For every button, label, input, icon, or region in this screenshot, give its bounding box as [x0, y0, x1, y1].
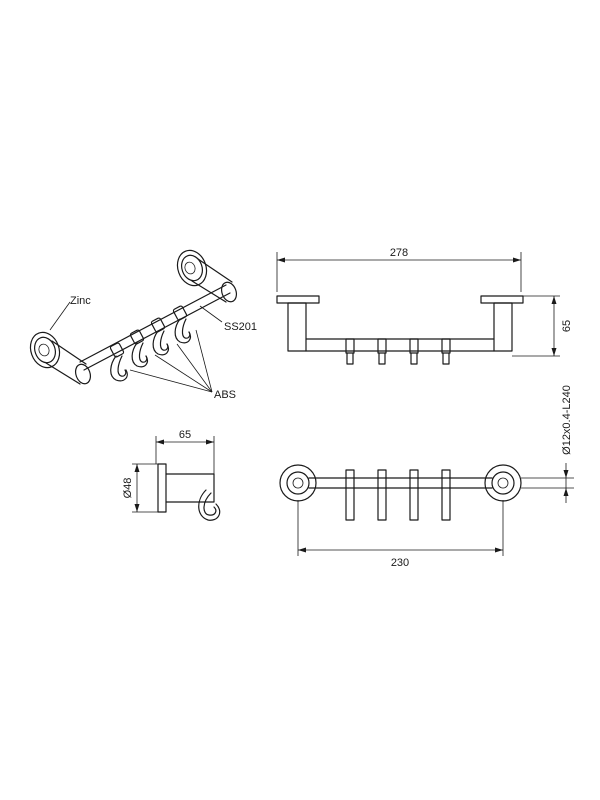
dimension-top-width: 230: [297, 500, 504, 569]
side-post: [165, 473, 215, 503]
callout-zinc: Zinc: [70, 295, 91, 307]
dimension-front-height: 65: [512, 295, 573, 357]
left-post: [45, 340, 92, 385]
dim-65-front: 65: [561, 320, 573, 332]
top-left-flange: [279, 464, 317, 502]
side-hook-inner: [203, 492, 217, 516]
top-right-flange: [484, 464, 522, 502]
dim-230: 230: [391, 557, 409, 569]
side-hook: [198, 489, 221, 521]
callout-ss201: SS201: [224, 321, 257, 333]
left-flange: [29, 331, 61, 369]
front-left-post: [287, 302, 307, 352]
front-right-flange: [480, 295, 524, 304]
right-flange: [176, 249, 208, 287]
isometric-view: Zinc SS201 ABS: [29, 249, 257, 401]
front-left-flange: [276, 295, 320, 304]
hook-4: [172, 305, 192, 344]
side-flange: [157, 463, 167, 513]
side-view: 65 Ø48: [122, 429, 221, 521]
top-view: Ø12x0.4-L240 230: [279, 385, 574, 569]
rail-rod: [79, 284, 231, 371]
front-hooks: [345, 338, 451, 365]
dim-65-side: 65: [179, 429, 191, 441]
front-rod: [305, 338, 495, 352]
dim-diameter-48: Ø48: [122, 478, 134, 499]
callout-abs: ABS: [214, 389, 236, 401]
dimension-side-diameter: Ø48: [122, 463, 160, 513]
hook-1: [109, 342, 128, 382]
top-rod: [308, 477, 493, 489]
dim-278: 278: [390, 247, 408, 259]
dimension-front-width: 278: [276, 247, 522, 292]
front-right-post: [493, 302, 513, 352]
top-hooks: [345, 469, 451, 521]
right-post: [191, 258, 238, 303]
leader-lines: [49, 301, 223, 393]
front-view: 278 65: [276, 247, 573, 365]
dimension-rod-spec: Ø12x0.4-L240: [521, 385, 574, 503]
hook-2: [129, 329, 149, 368]
hook-3: [150, 317, 170, 356]
dimension-side-depth: 65: [155, 429, 215, 490]
dim-rod-spec: Ø12x0.4-L240: [561, 385, 573, 455]
